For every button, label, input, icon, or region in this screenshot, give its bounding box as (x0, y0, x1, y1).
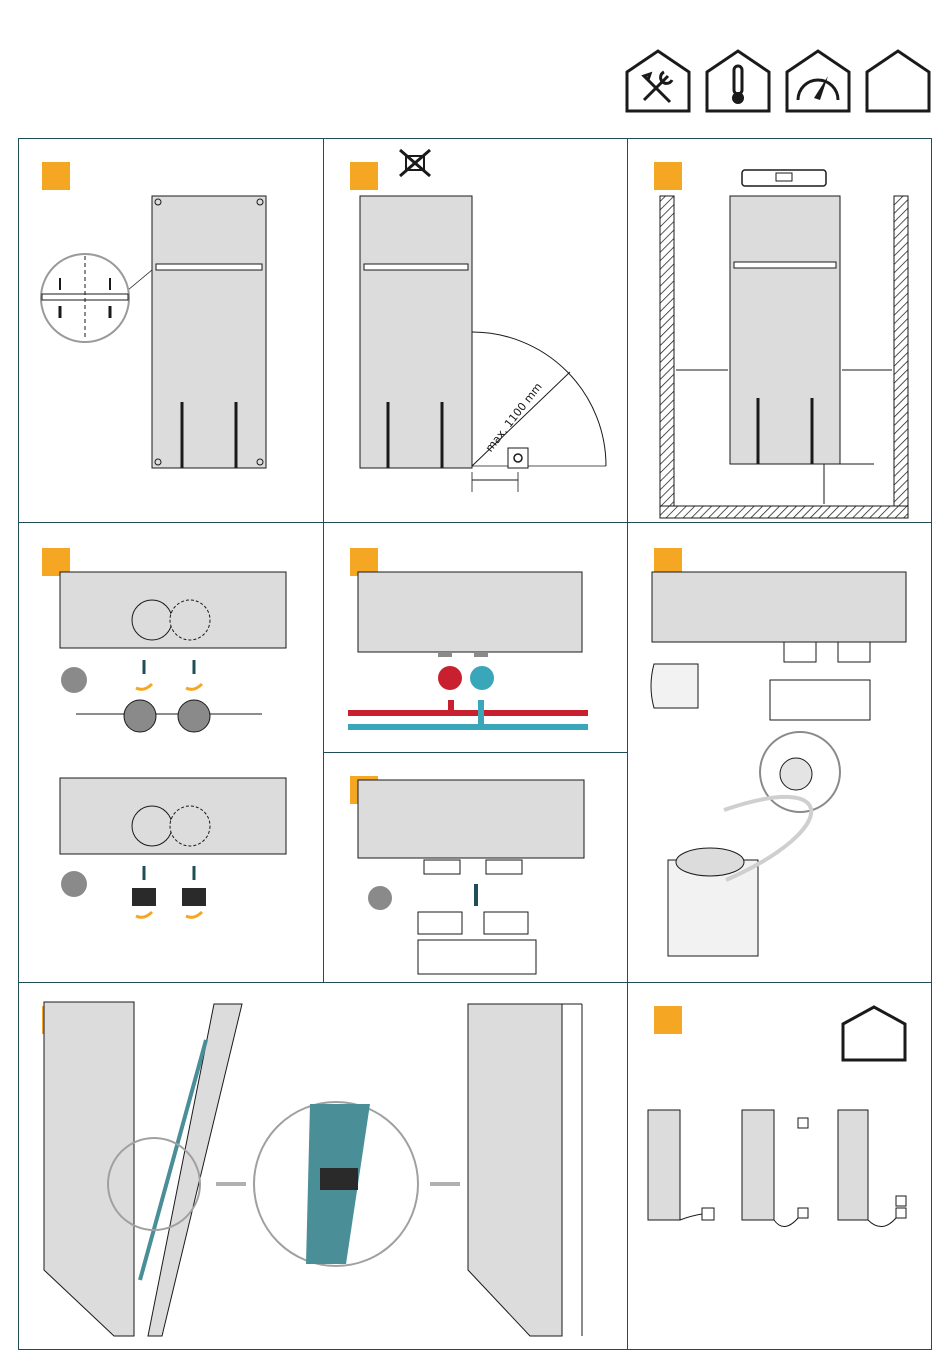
thermometer-house-icon (704, 48, 772, 114)
step3-illustration (650, 160, 920, 520)
step-marker-9 (654, 1006, 682, 1034)
grid-divider (323, 752, 627, 753)
step8-illustration (30, 1000, 620, 1340)
grid-divider (627, 138, 628, 1350)
grid-divider (18, 982, 932, 983)
step4-illustration (40, 570, 310, 970)
step5-illustration (340, 570, 610, 740)
header-icons (624, 48, 914, 114)
step9-empty-house-icon (840, 1004, 908, 1062)
step6-illustration (640, 570, 910, 970)
step7-illustration (340, 780, 610, 980)
step2-no-cross-icon (398, 148, 432, 178)
gauge-house-icon (784, 48, 852, 114)
empty-house-icon (864, 48, 932, 114)
step2-illustration (340, 180, 620, 500)
step9-illustration (640, 1100, 920, 1240)
grid-divider (323, 138, 324, 982)
tools-house-icon (624, 48, 692, 114)
step1-illustration (30, 180, 310, 480)
grid-divider (18, 522, 932, 523)
